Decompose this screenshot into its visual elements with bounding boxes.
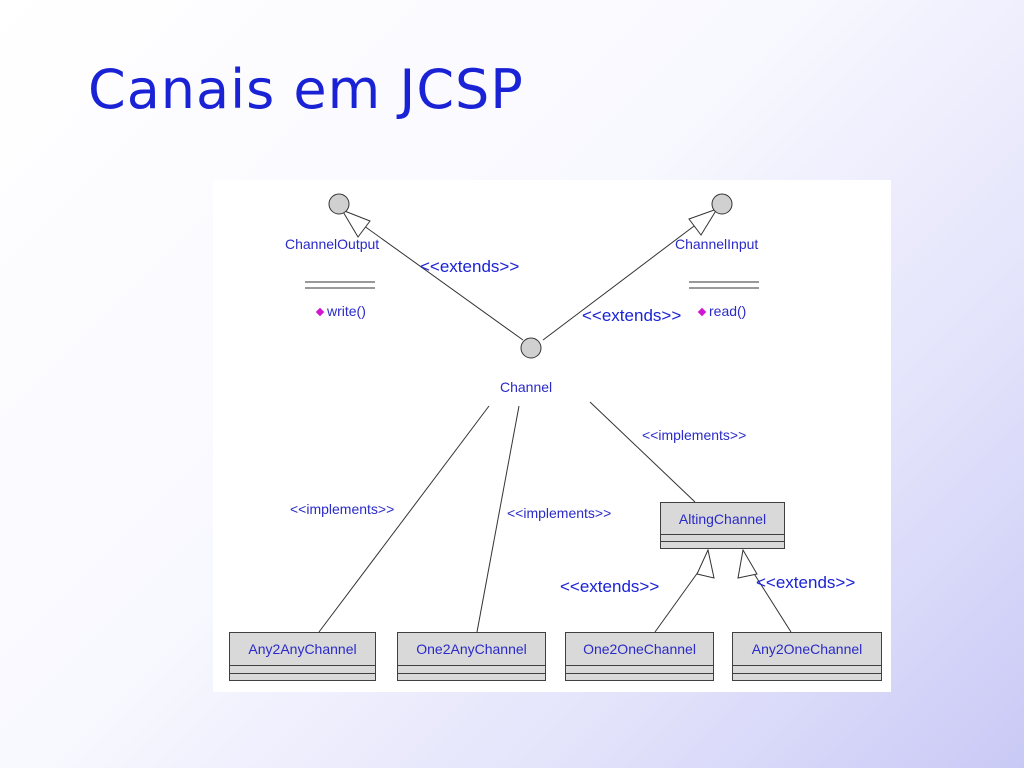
class-name: One2OneChannel (583, 641, 696, 657)
extends-line-one2one (654, 567, 702, 633)
generalization-arrowhead (696, 548, 715, 579)
channel-output-interface-icon (328, 193, 350, 215)
class-alting-channel: AltingChannel (660, 502, 785, 549)
slide-title: Canais em JCSP (88, 58, 524, 121)
class-one2one-channel: One2OneChannel (565, 632, 714, 681)
channel-input-interface-icon (711, 193, 733, 215)
channel-input-label: ChannelInput (675, 236, 759, 252)
method-marker-icon (697, 307, 707, 317)
channel-output-label: ChannelOutput (285, 236, 380, 252)
implements-line-any2any (318, 405, 490, 633)
class-any2any-channel: Any2AnyChannel (229, 632, 376, 681)
compartment-divider (566, 665, 713, 666)
channel-interface-icon (520, 337, 542, 359)
implements-label-any2any: <<implements>> (290, 501, 395, 517)
extends-line-channel-input (542, 216, 707, 341)
implements-line-alting (589, 401, 696, 503)
compartment-divider (230, 665, 375, 666)
diagram-connectors (305, 193, 792, 633)
method-marker-icon (315, 307, 325, 317)
generalization-arrowhead (688, 208, 719, 236)
compartment-divider (398, 665, 545, 666)
generalization-arrowhead (737, 548, 758, 579)
compartment-divider (733, 665, 881, 666)
write-method-label: write() (327, 303, 366, 319)
compartment-divider (230, 673, 375, 674)
compartment-divider (398, 673, 545, 674)
generalization-arrowhead (340, 209, 371, 238)
read-method: read() (697, 303, 747, 319)
class-name: One2AnyChannel (416, 641, 527, 657)
extends-label-left: <<extends>> (420, 257, 520, 276)
class-name: Any2OneChannel (751, 641, 863, 657)
compartment-divider (661, 541, 784, 542)
implements-label-one2any: <<implements>> (507, 505, 612, 521)
class-name: Any2AnyChannel (248, 641, 357, 657)
implements-line-one2any (476, 405, 520, 633)
compartment-divider (661, 534, 784, 535)
class-any2one-channel: Any2OneChannel (732, 632, 882, 681)
uml-diagram: ChannelOutput ChannelInput Channel write… (213, 180, 891, 692)
implements-label-alting: <<implements>> (642, 427, 747, 443)
compartment-divider (566, 673, 713, 674)
extends-label-one2one: <<extends>> (560, 577, 660, 596)
read-method-label: read() (709, 303, 747, 319)
extends-line-any2one (752, 571, 792, 633)
compartment-divider (733, 673, 881, 674)
extends-label-right: <<extends>> (582, 306, 682, 325)
class-one2any-channel: One2AnyChannel (397, 632, 546, 681)
extends-line-channel-output (352, 217, 524, 341)
write-method: write() (315, 303, 366, 319)
channel-label: Channel (500, 379, 553, 395)
extends-label-any2one: <<extends>> (756, 573, 856, 592)
class-name: AltingChannel (678, 511, 767, 527)
